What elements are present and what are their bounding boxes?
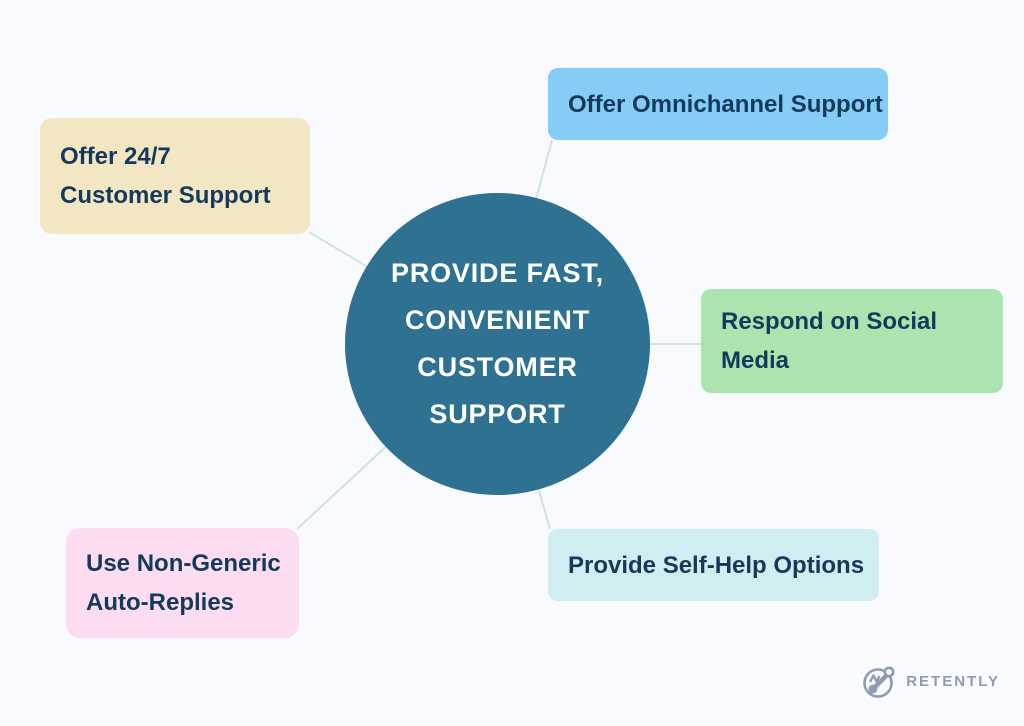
node-non-generic-auto-replies: Use Non-Generic Auto-Replies <box>66 528 299 638</box>
central-topic-label: PROVIDE FAST, CONVENIENT CUSTOMER SUPPOR… <box>391 250 604 438</box>
central-topic-line-1: PROVIDE FAST, <box>391 258 604 288</box>
node-respond-social-media: Respond on Social Media <box>701 289 1003 393</box>
central-topic-line-2: CONVENIENT <box>404 305 590 335</box>
retently-branding: RETENTLY <box>860 662 1000 700</box>
central-topic-line-4: SUPPORT <box>429 399 566 429</box>
node-respond-social-media-line-1: Respond on Social <box>721 308 938 335</box>
node-respond-social-media-line-2: Media <box>721 347 790 374</box>
node-self-help-options: Provide Self-Help Options <box>548 529 879 601</box>
node-self-help-options-line-1: Provide Self-Help Options <box>568 551 865 579</box>
node-offer-247-support: Offer 24/7 Customer Support <box>40 118 310 234</box>
node-omnichannel-support: Offer Omnichannel Support <box>548 68 888 140</box>
central-topic-node: PROVIDE FAST, CONVENIENT CUSTOMER SUPPOR… <box>345 193 650 495</box>
retently-logo-text: RETENTLY <box>906 672 1000 690</box>
node-omnichannel-support-line-1: Offer Omnichannel Support <box>568 90 883 118</box>
node-offer-247-support-line-2: Customer Support <box>60 182 271 209</box>
node-offer-247-support-line-1: Offer 24/7 <box>60 143 171 170</box>
central-topic-line-3: CUSTOMER <box>417 352 578 382</box>
retently-logo-icon <box>863 666 895 698</box>
node-non-generic-auto-replies-line-1: Use Non-Generic <box>86 550 281 577</box>
node-non-generic-auto-replies-line-2: Auto-Replies <box>86 589 235 616</box>
